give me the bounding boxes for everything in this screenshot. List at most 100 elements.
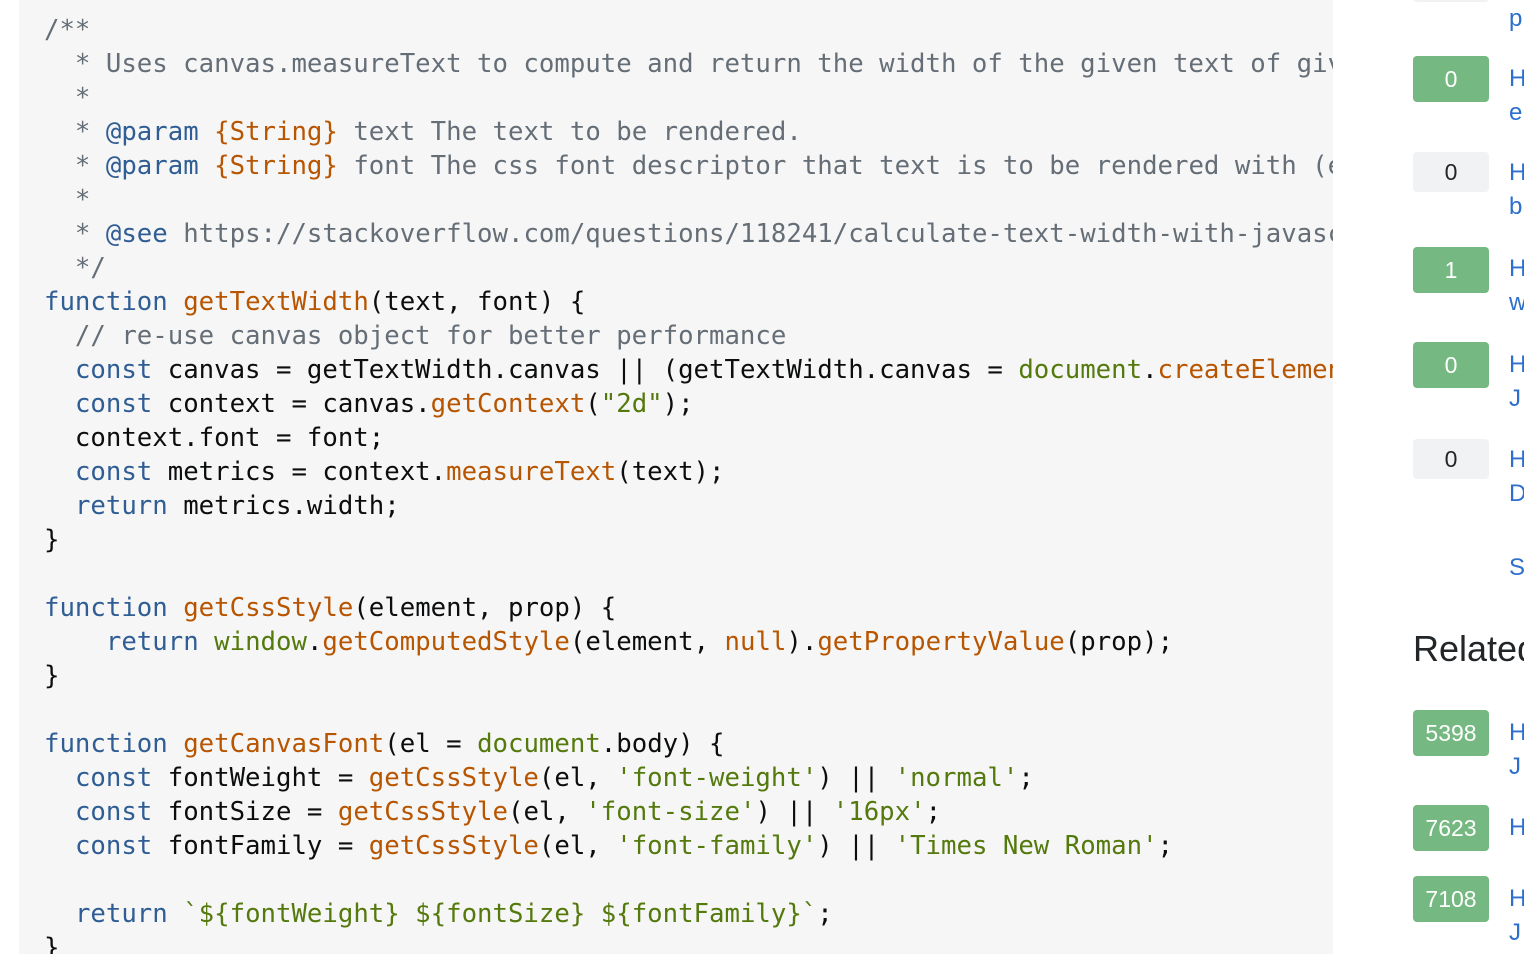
code-token: context = canvas. xyxy=(152,389,431,419)
vote-badge: 0 xyxy=(1413,342,1489,388)
code-token: null xyxy=(724,627,787,657)
code-token: return xyxy=(74,491,168,521)
code-line: function getCssStyle(element, prop) { xyxy=(44,591,1333,625)
code-token: const xyxy=(74,831,153,861)
code-token: ); xyxy=(662,389,694,419)
code-line: } xyxy=(44,931,1333,954)
code-token: https://stackoverflow.com/questions/1182… xyxy=(183,219,1333,249)
code-token xyxy=(199,627,214,657)
code-line: return metrics.width; xyxy=(44,489,1333,523)
code-line: * Uses canvas.measureText to compute and… xyxy=(44,47,1333,81)
code-token: context.font = font; xyxy=(44,423,385,453)
code-token: * xyxy=(44,151,106,181)
linked-question-link[interactable]: p xyxy=(1509,5,1523,32)
code-token: const xyxy=(74,355,153,385)
code-line: } xyxy=(44,659,1333,693)
code-line: const fontWeight = getCssStyle(el, 'font… xyxy=(44,761,1333,795)
linked-question-link[interactable]: H w xyxy=(1509,255,1524,316)
code-token xyxy=(199,117,214,147)
code-token: getComputedStyle xyxy=(322,627,570,657)
code-token: getPropertyValue xyxy=(817,627,1065,657)
code-token: const xyxy=(74,389,153,419)
code-token: (el = xyxy=(384,729,478,759)
code-token: ; xyxy=(1018,763,1034,793)
code-token: canvas = getTextWidth.canvas || (getText… xyxy=(152,355,1019,385)
code-token: createElement xyxy=(1157,355,1333,385)
vote-badge: 1 xyxy=(1413,247,1489,293)
code-token: metrics.width; xyxy=(167,491,400,521)
code-line: const metrics = context.measureText(text… xyxy=(44,455,1333,489)
code-token: (element, xyxy=(569,627,725,657)
code-token: text The text to be rendered. xyxy=(337,117,802,147)
code-token: ) || xyxy=(755,797,833,827)
code-token: 'font-weight' xyxy=(616,763,818,793)
code-token xyxy=(168,729,183,759)
code-line: * @param {String} font The css font desc… xyxy=(44,149,1333,183)
code-token xyxy=(44,831,75,861)
code-line: */ xyxy=(44,251,1333,285)
code-token: document xyxy=(1018,355,1143,385)
code-token: const xyxy=(74,763,153,793)
vote-badge: 0 xyxy=(1413,56,1489,102)
code-token: * xyxy=(44,219,106,249)
code-line: * @see https://stackoverflow.com/questio… xyxy=(44,217,1333,251)
code-token: getCssStyle xyxy=(337,797,508,827)
code-line: /** xyxy=(44,13,1333,47)
code-token xyxy=(44,797,75,827)
code-token: } xyxy=(44,933,60,954)
code-token: function xyxy=(44,593,168,623)
code-token: `${fontWeight} ${fontSize} ${fontFamily}… xyxy=(183,899,818,929)
linked-question-link[interactable]: H D xyxy=(1509,446,1524,507)
related-question-link[interactable]: H J xyxy=(1509,719,1524,780)
code-token xyxy=(168,899,183,929)
code-token: 'Times New Roman' xyxy=(894,831,1158,861)
code-token: fontSize = xyxy=(152,797,338,827)
code-token: measureText xyxy=(446,457,617,487)
code-token xyxy=(44,491,75,521)
code-token: 'font-family' xyxy=(616,831,818,861)
code-token: (text); xyxy=(616,457,725,487)
code-token xyxy=(44,389,75,419)
code-token xyxy=(44,627,106,657)
code-token: "2d" xyxy=(600,389,663,419)
code-token: .body) { xyxy=(600,729,725,759)
linked-question-link[interactable]: H J xyxy=(1509,351,1524,412)
code-line: const context = canvas.getContext("2d"); xyxy=(44,387,1333,421)
code-token: (el, xyxy=(538,763,617,793)
code-line: * xyxy=(44,81,1333,115)
code-token: return xyxy=(74,899,168,929)
code-token xyxy=(168,287,183,317)
code-token: @param xyxy=(105,151,199,181)
code-token: {String} xyxy=(214,151,338,181)
code-token: // re-use canvas object for better perfo… xyxy=(44,321,787,351)
code-token: font The css font descriptor that text i… xyxy=(353,151,1333,181)
code-token: @param xyxy=(105,117,199,147)
code-token: 'normal' xyxy=(894,763,1019,793)
code-line xyxy=(44,557,1333,591)
related-question-link[interactable]: H xyxy=(1509,814,1524,841)
code-token: {String} xyxy=(214,117,338,147)
see-more-link[interactable]: S xyxy=(1509,554,1524,581)
code-token: ) || xyxy=(817,831,895,861)
code-token: /** xyxy=(44,15,91,45)
vote-badge: 0 xyxy=(1413,152,1489,192)
code-token: . xyxy=(306,627,323,657)
code-token: (element, prop) { xyxy=(353,593,617,623)
related-heading: Related xyxy=(1413,628,1524,669)
code-token xyxy=(44,355,75,385)
code-token: } xyxy=(44,661,60,691)
code-token: ; xyxy=(1157,831,1174,861)
code-token: . xyxy=(1142,355,1158,385)
code-line: context.font = font; xyxy=(44,421,1333,455)
code-line: * @param {String} text The text to be re… xyxy=(44,115,1333,149)
code-line: const fontSize = getCssStyle(el, 'font-s… xyxy=(44,795,1333,829)
code-token: 'font-size' xyxy=(585,797,756,827)
code-token: * xyxy=(44,117,106,147)
code-token xyxy=(168,593,183,623)
related-question-link[interactable]: H J xyxy=(1509,885,1524,946)
linked-question-link[interactable]: H b xyxy=(1509,159,1524,220)
code-token: fontFamily = xyxy=(152,831,369,861)
linked-question-link[interactable]: H e xyxy=(1509,65,1524,126)
code-token: * xyxy=(44,83,91,113)
code-token: '16px' xyxy=(832,797,926,827)
